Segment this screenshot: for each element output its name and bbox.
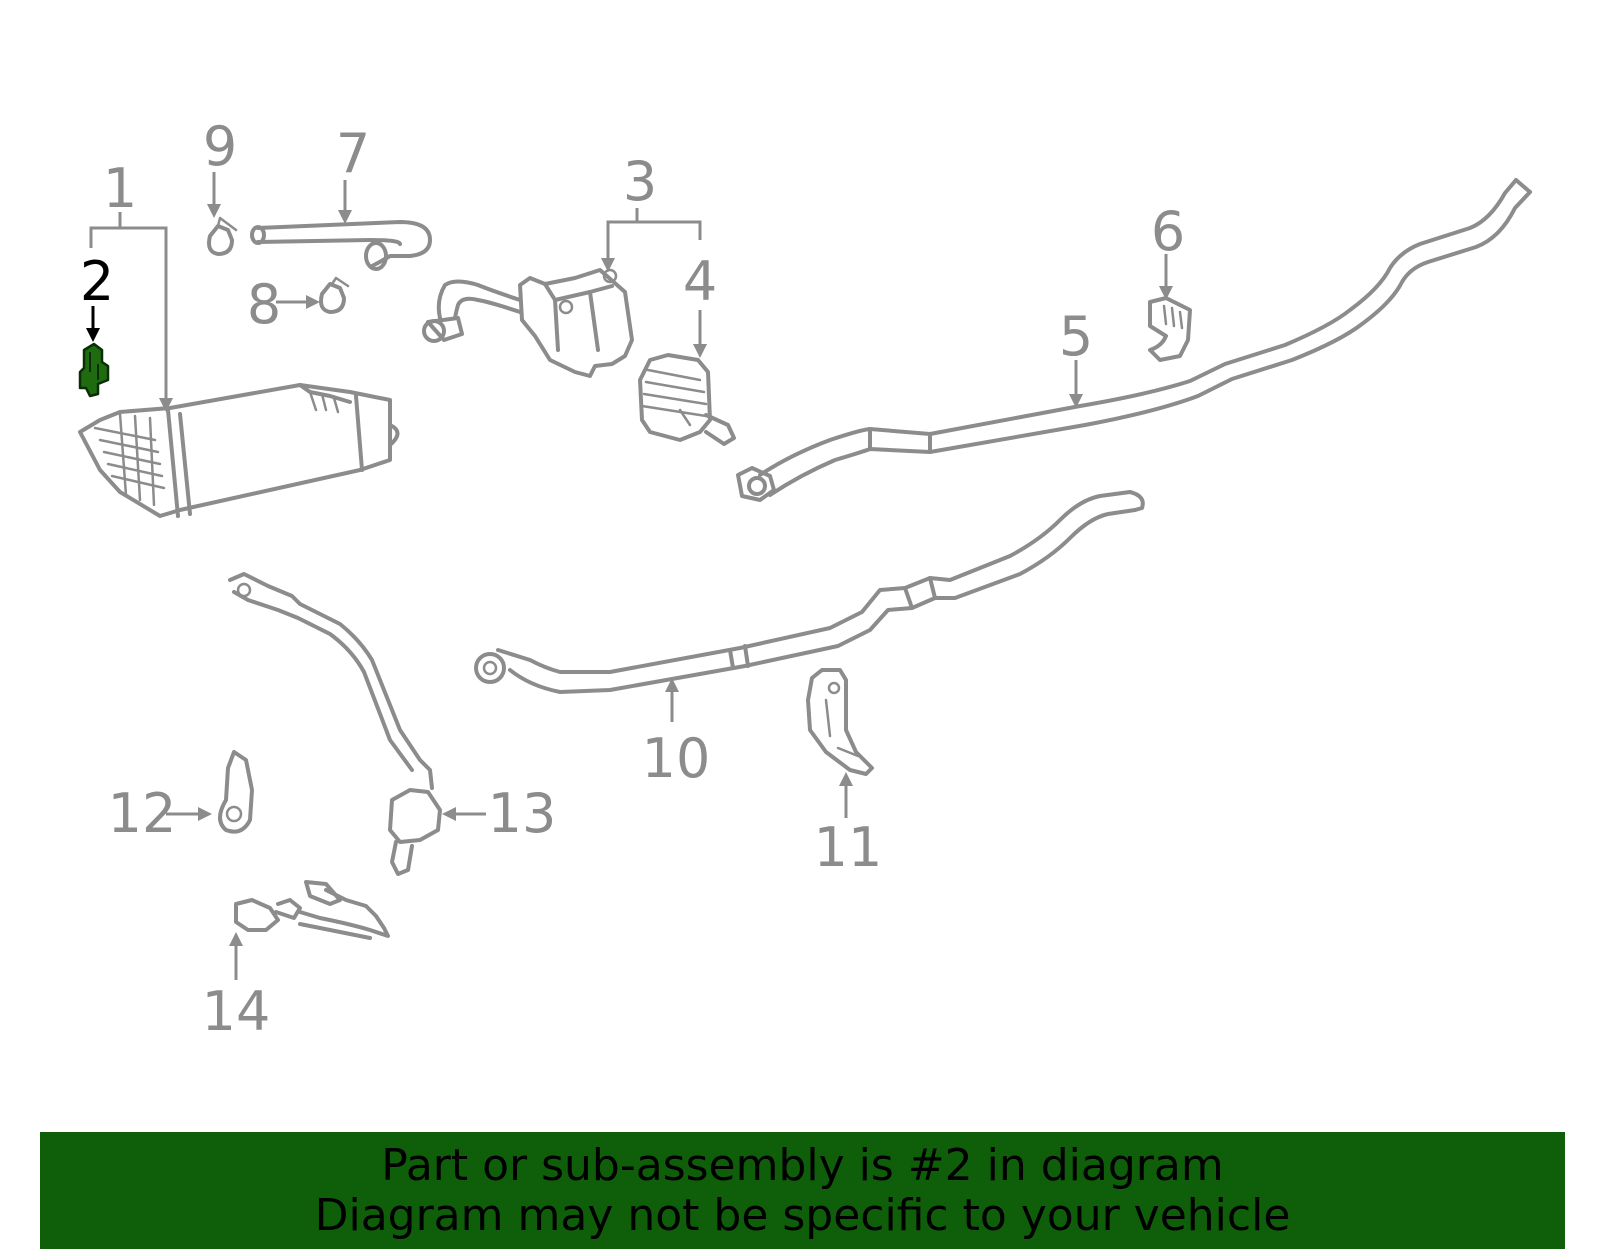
leader-3-bracket <box>606 220 702 260</box>
part-11-bracket[interactable] <box>806 668 874 776</box>
part-1-canister[interactable] <box>78 383 400 518</box>
callout-13: 13 <box>488 782 557 845</box>
part-10-line[interactable] <box>474 490 1145 694</box>
arrowhead-12 <box>198 807 212 821</box>
leader-1-bracket <box>89 226 168 400</box>
callout-10: 10 <box>642 727 711 790</box>
arrowhead-8 <box>306 295 320 309</box>
part-8-clamp[interactable] <box>319 276 350 314</box>
part-14-sensor[interactable] <box>234 880 390 940</box>
callout-11: 11 <box>814 816 883 879</box>
callout-6: 6 <box>1151 200 1185 263</box>
arrowhead-1 <box>159 398 173 412</box>
arrowhead-14 <box>229 932 243 946</box>
callout-5: 5 <box>1059 305 1093 368</box>
arrowhead-4 <box>693 344 707 358</box>
callout-1: 1 <box>103 157 137 220</box>
banner-line-2: Diagram may not be specific to your vehi… <box>314 1189 1291 1241</box>
part-2-highlighted[interactable] <box>78 342 110 398</box>
callout-4: 4 <box>683 250 717 313</box>
arrowhead-13 <box>442 807 456 821</box>
part-4-solenoid[interactable] <box>638 353 736 446</box>
part-3-valve-assembly[interactable] <box>422 268 634 378</box>
part-7-hose[interactable] <box>250 220 432 271</box>
arrowhead-7 <box>338 210 352 224</box>
arrowhead-6 <box>1159 286 1173 300</box>
callout-2: 2 <box>80 250 114 313</box>
arrowhead-11 <box>839 772 853 786</box>
arrowhead-10 <box>665 678 679 692</box>
callout-7: 7 <box>336 122 370 185</box>
info-banner: Part or sub-assembly is #2 in diagram Di… <box>40 1132 1565 1249</box>
callout-8: 8 <box>247 273 281 336</box>
callout-14: 14 <box>202 980 271 1043</box>
arrowhead-9 <box>207 204 221 218</box>
arrowhead-5 <box>1069 394 1083 408</box>
callout-9: 9 <box>203 115 237 178</box>
arrowhead-3 <box>601 258 615 272</box>
part-9-clamp[interactable] <box>207 216 238 256</box>
part-5-line[interactable] <box>736 178 1532 502</box>
arrowhead-2 <box>86 328 100 342</box>
part-6-clip[interactable] <box>1148 296 1192 362</box>
callout-12: 12 <box>108 782 177 845</box>
banner-line-1: Part or sub-assembly is #2 in diagram <box>381 1139 1224 1191</box>
part-12-sensor[interactable] <box>218 750 254 834</box>
part-13-sensor[interactable] <box>228 572 442 876</box>
callout-3: 3 <box>623 150 657 213</box>
